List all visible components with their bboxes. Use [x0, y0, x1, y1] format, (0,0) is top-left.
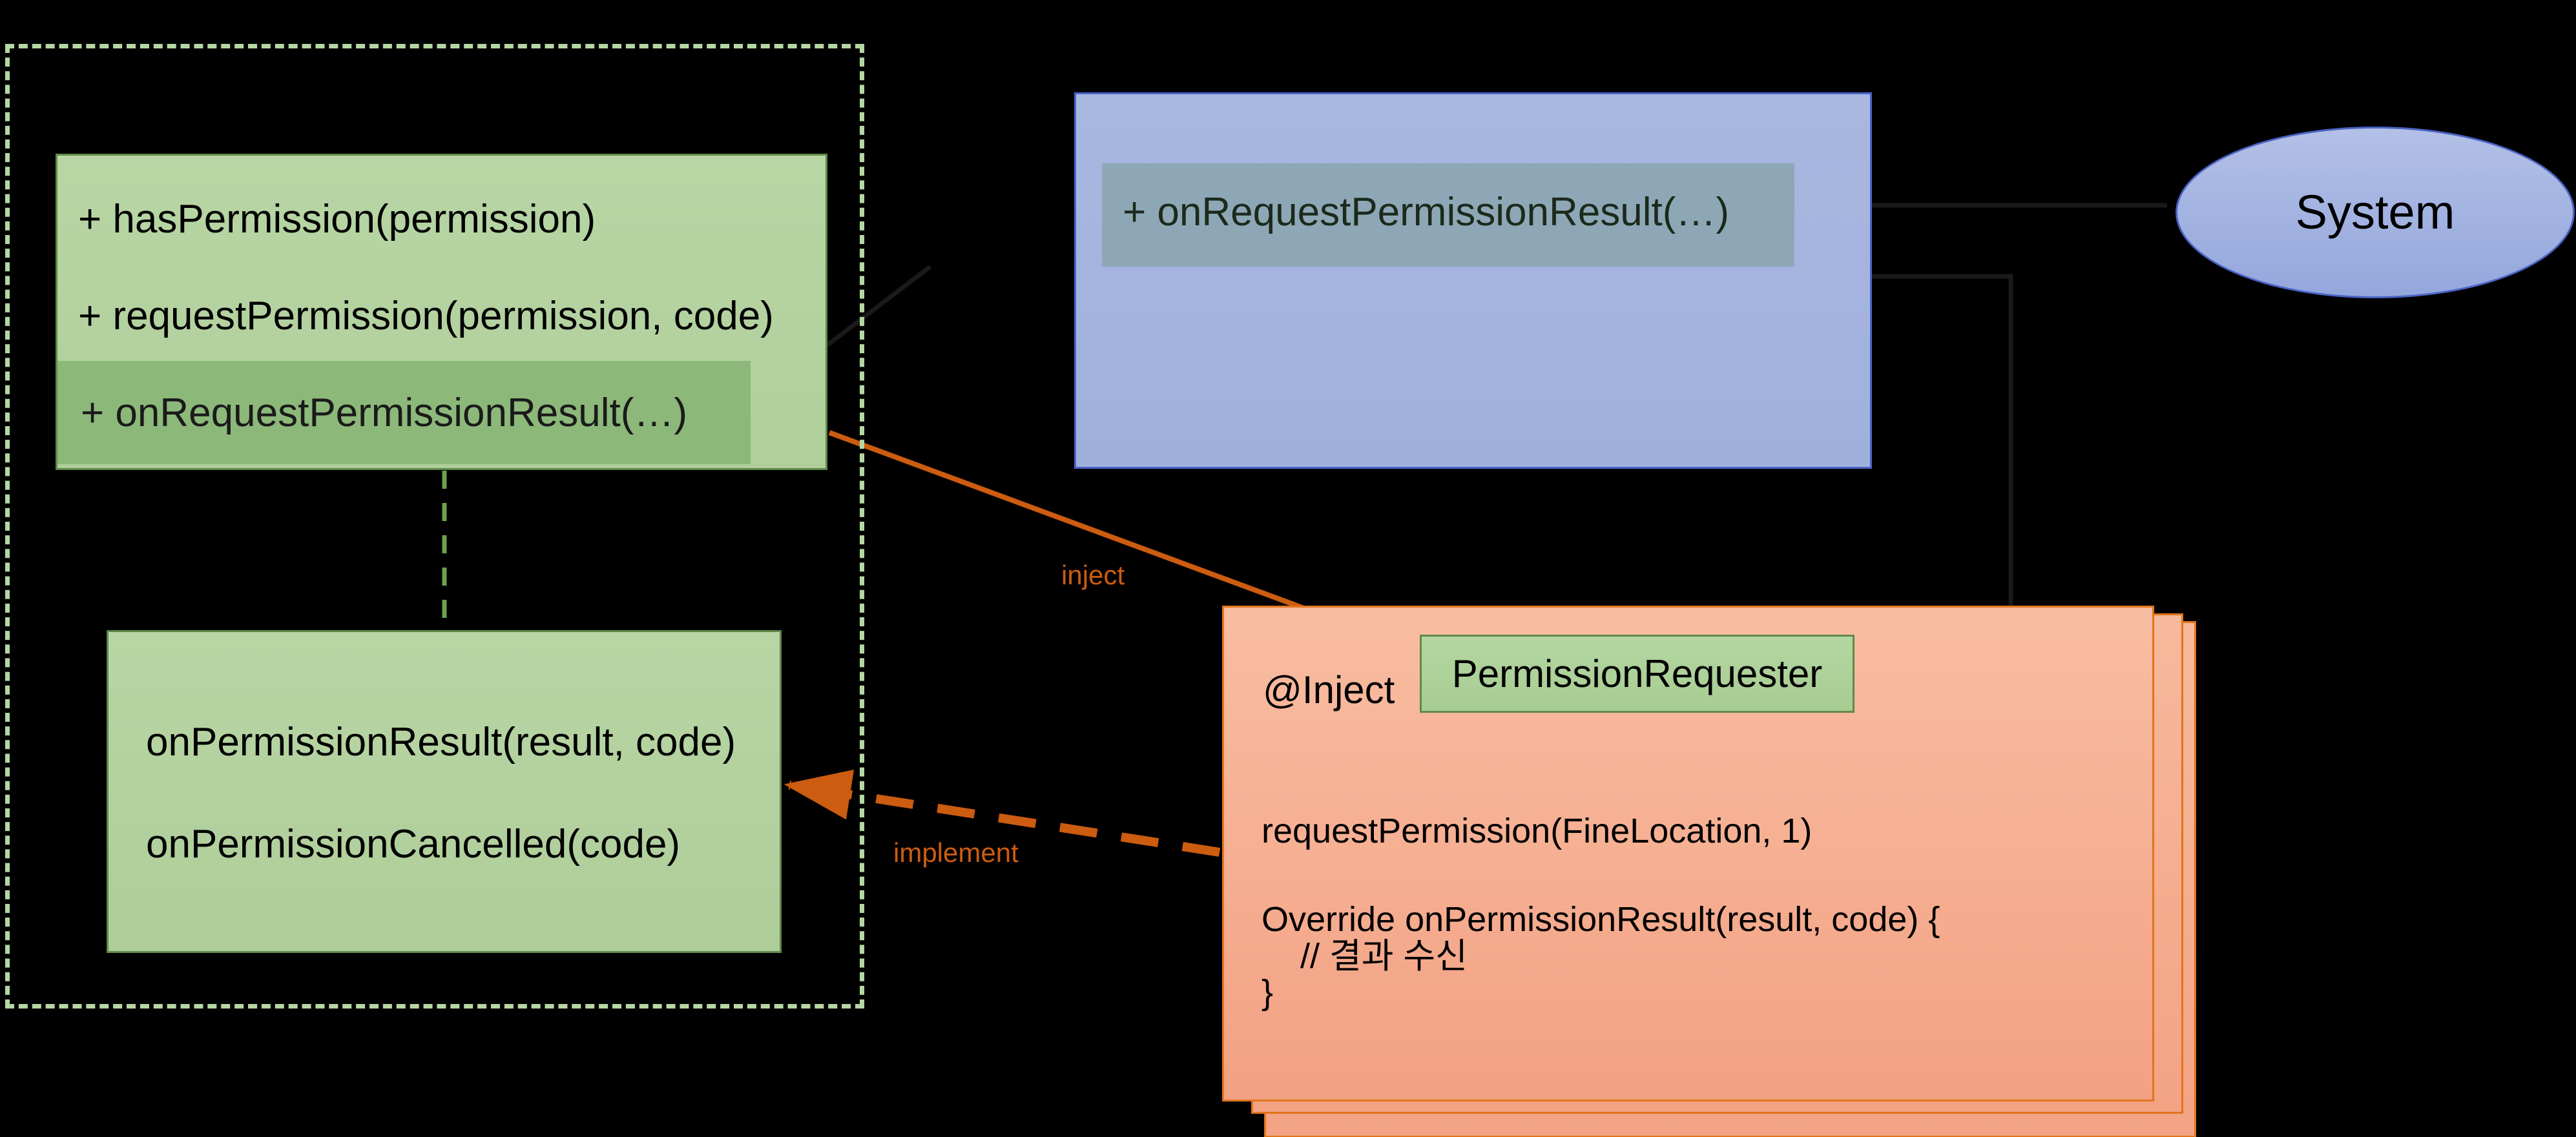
- api-method-on-request-permission-result: + onRequestPermissionResult(…): [81, 391, 687, 435]
- permission-requester-label: PermissionRequester: [1451, 651, 1823, 695]
- activity-method-on-request-permission-result: + onRequestPermissionResult(…): [1123, 190, 1729, 234]
- permission-requester-chip[interactable]: PermissionRequester: [1420, 635, 1854, 713]
- edge-label-implement: implement: [893, 837, 1019, 868]
- activity-box[interactable]: + onRequestPermissionResult(…): [1074, 92, 1872, 469]
- api-highlighted-method-band: [57, 361, 751, 464]
- api-method-request-permission: + requestPermission(permission, code): [78, 294, 774, 338]
- edge-label-inject: inject: [1061, 560, 1125, 590]
- listener-box[interactable]: onPermissionResult(result, code) onPermi…: [107, 630, 782, 953]
- client-code-override-on-permission-result: Override onPermissionResult(result, code…: [1262, 900, 1940, 1012]
- activity-highlighted-method-band: [1102, 163, 1794, 267]
- system-node-label: System: [2295, 185, 2455, 239]
- system-node[interactable]: System: [2176, 127, 2575, 298]
- inject-annotation: @Inject: [1263, 668, 1395, 712]
- api-box[interactable]: + hasPermission(permission) + requestPer…: [56, 154, 827, 470]
- permission-library-boundary: [5, 44, 864, 1009]
- listener-method-on-permission-cancelled: onPermissionCancelled(code): [146, 822, 681, 866]
- listener-method-on-permission-result: onPermissionResult(result, code): [146, 720, 736, 764]
- client-box[interactable]: @Inject PermissionRequester requestPermi…: [1222, 606, 2154, 1101]
- api-method-has-permission: + hasPermission(permission): [78, 197, 596, 241]
- client-code-request-permission: requestPermission(FineLocation, 1): [1262, 812, 1813, 850]
